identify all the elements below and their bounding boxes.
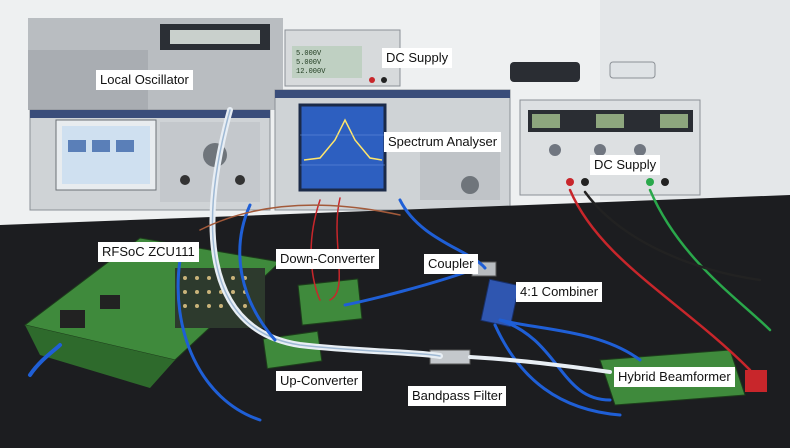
label-down-converter: Down-Converter: [276, 249, 379, 269]
label-hybrid-beamformer: Hybrid Beamformer: [614, 367, 735, 387]
dc-supply-top-instrument: 5.000V 5.000V 12.000V: [284, 29, 401, 87]
usb-dongle: [609, 61, 656, 79]
dc-supply-readout-3: 12.000V: [296, 68, 326, 76]
dc-supply-right-instrument: [519, 99, 701, 196]
rack-equipment-left: [28, 18, 283, 110]
local-oscillator-instrument: [29, 109, 271, 211]
beamformer-connector: [745, 370, 767, 392]
label-dc-supply-right: DC Supply: [590, 155, 661, 175]
label-coupler: Coupler: [424, 254, 478, 274]
cables: [28, 107, 772, 422]
spectrum-analyser-instrument: [274, 89, 511, 211]
down-converter-board: [297, 278, 363, 326]
dc-supply-readout-1: 5.000V: [296, 50, 322, 58]
label-local-oscillator: Local Oscillator: [96, 70, 193, 90]
combiner-component: [480, 278, 520, 328]
label-combiner: 4:1 Combiner: [516, 282, 603, 302]
dc-supply-readout-2: 5.000V: [296, 59, 322, 67]
label-bandpass-filter: Bandpass Filter: [408, 386, 507, 406]
label-dc-supply-top: DC Supply: [382, 48, 453, 68]
label-up-converter: Up-Converter: [276, 371, 363, 391]
label-spectrum-analyser: Spectrum Analyser: [384, 132, 502, 152]
label-rfsoc: RFSoC ZCU111: [98, 242, 199, 262]
usb-device: [510, 62, 580, 82]
